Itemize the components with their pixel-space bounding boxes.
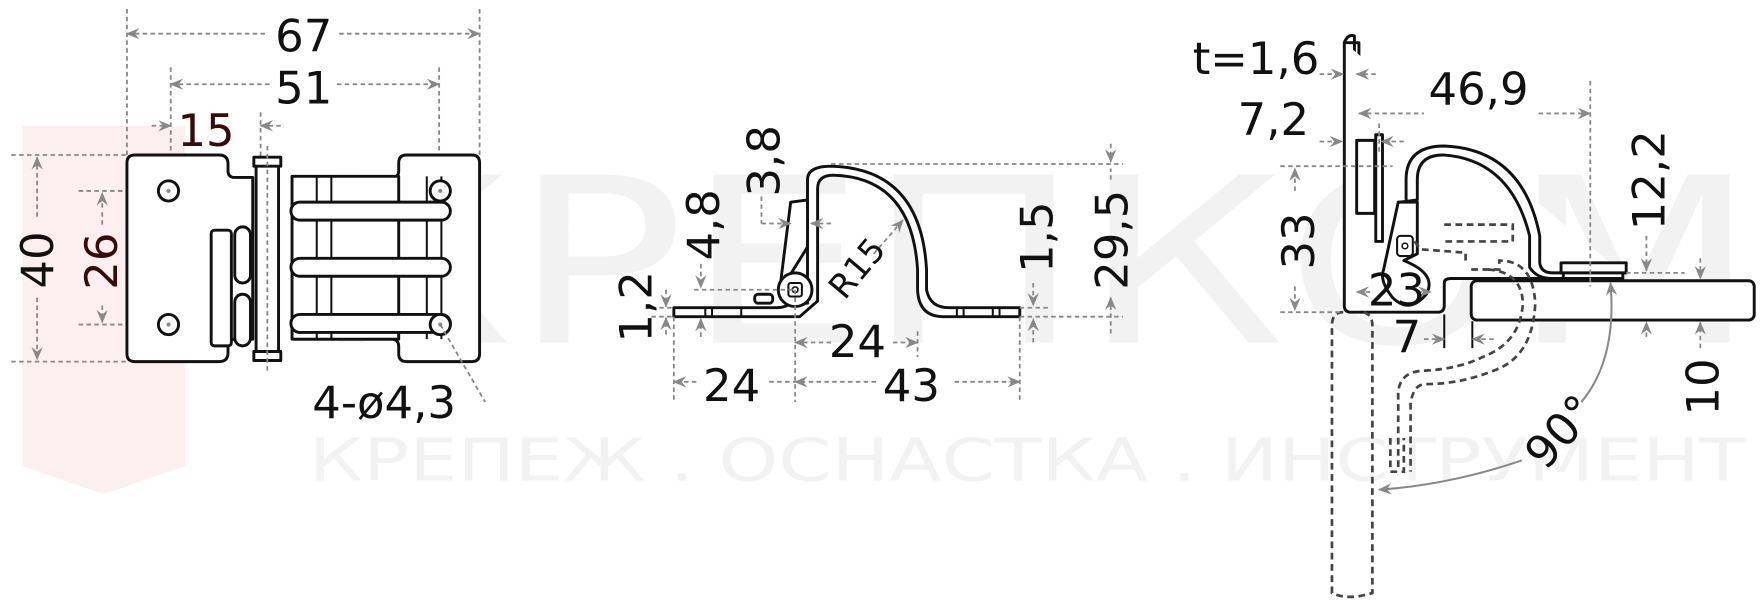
dim-panel-height: 12,2 [1622, 130, 1675, 230]
front-view: 67 51 15 40 26 [11, 8, 486, 429]
dim-hole-spacing-height: 26 [75, 233, 128, 290]
dim-holes: 4-ø4,3 [312, 376, 456, 429]
dim-hole-to-pin: 15 [177, 104, 234, 157]
dim-foot-thickness: 1,5 [1010, 201, 1063, 272]
dim-clearance: 7 [1393, 311, 1422, 364]
door-panel [1469, 279, 1756, 322]
dim-overall-height-side: 29,5 [1086, 190, 1139, 290]
dim-left-length: 24 [703, 359, 760, 412]
dim-hole-spacing-width: 51 [275, 61, 332, 114]
dim-pivot-height: 4,8 [677, 189, 730, 260]
dim-frame-thickness: t=1,6 [1193, 32, 1320, 85]
installed-view: t=1,6 46,9 7,2 33 23 7 12,2 10 90° [1193, 32, 1756, 599]
dim-panel-thickness: 10 [1676, 358, 1729, 415]
dim-offset: 3,8 [737, 125, 790, 196]
mounting-holes [156, 179, 452, 337]
dim-right-length: 43 [883, 359, 940, 412]
dim-thickness: 1,2 [609, 271, 662, 342]
dim-inner-gap: 23 [1368, 263, 1425, 316]
dim-height-installed: 33 [1272, 212, 1325, 269]
dim-overall-width: 67 [275, 10, 332, 63]
watermark-tagline: КРЕПЕЖ . ОСНАСТКА . ИНСТРУМЕНТ [309, 427, 1747, 495]
dim-arc-span: 24 [829, 315, 886, 368]
dim-offset-installed: 7,2 [1238, 93, 1309, 146]
hinge-profile [672, 164, 1022, 319]
dim-overall-height: 40 [11, 231, 64, 288]
dim-reach: 46,9 [1429, 62, 1529, 115]
